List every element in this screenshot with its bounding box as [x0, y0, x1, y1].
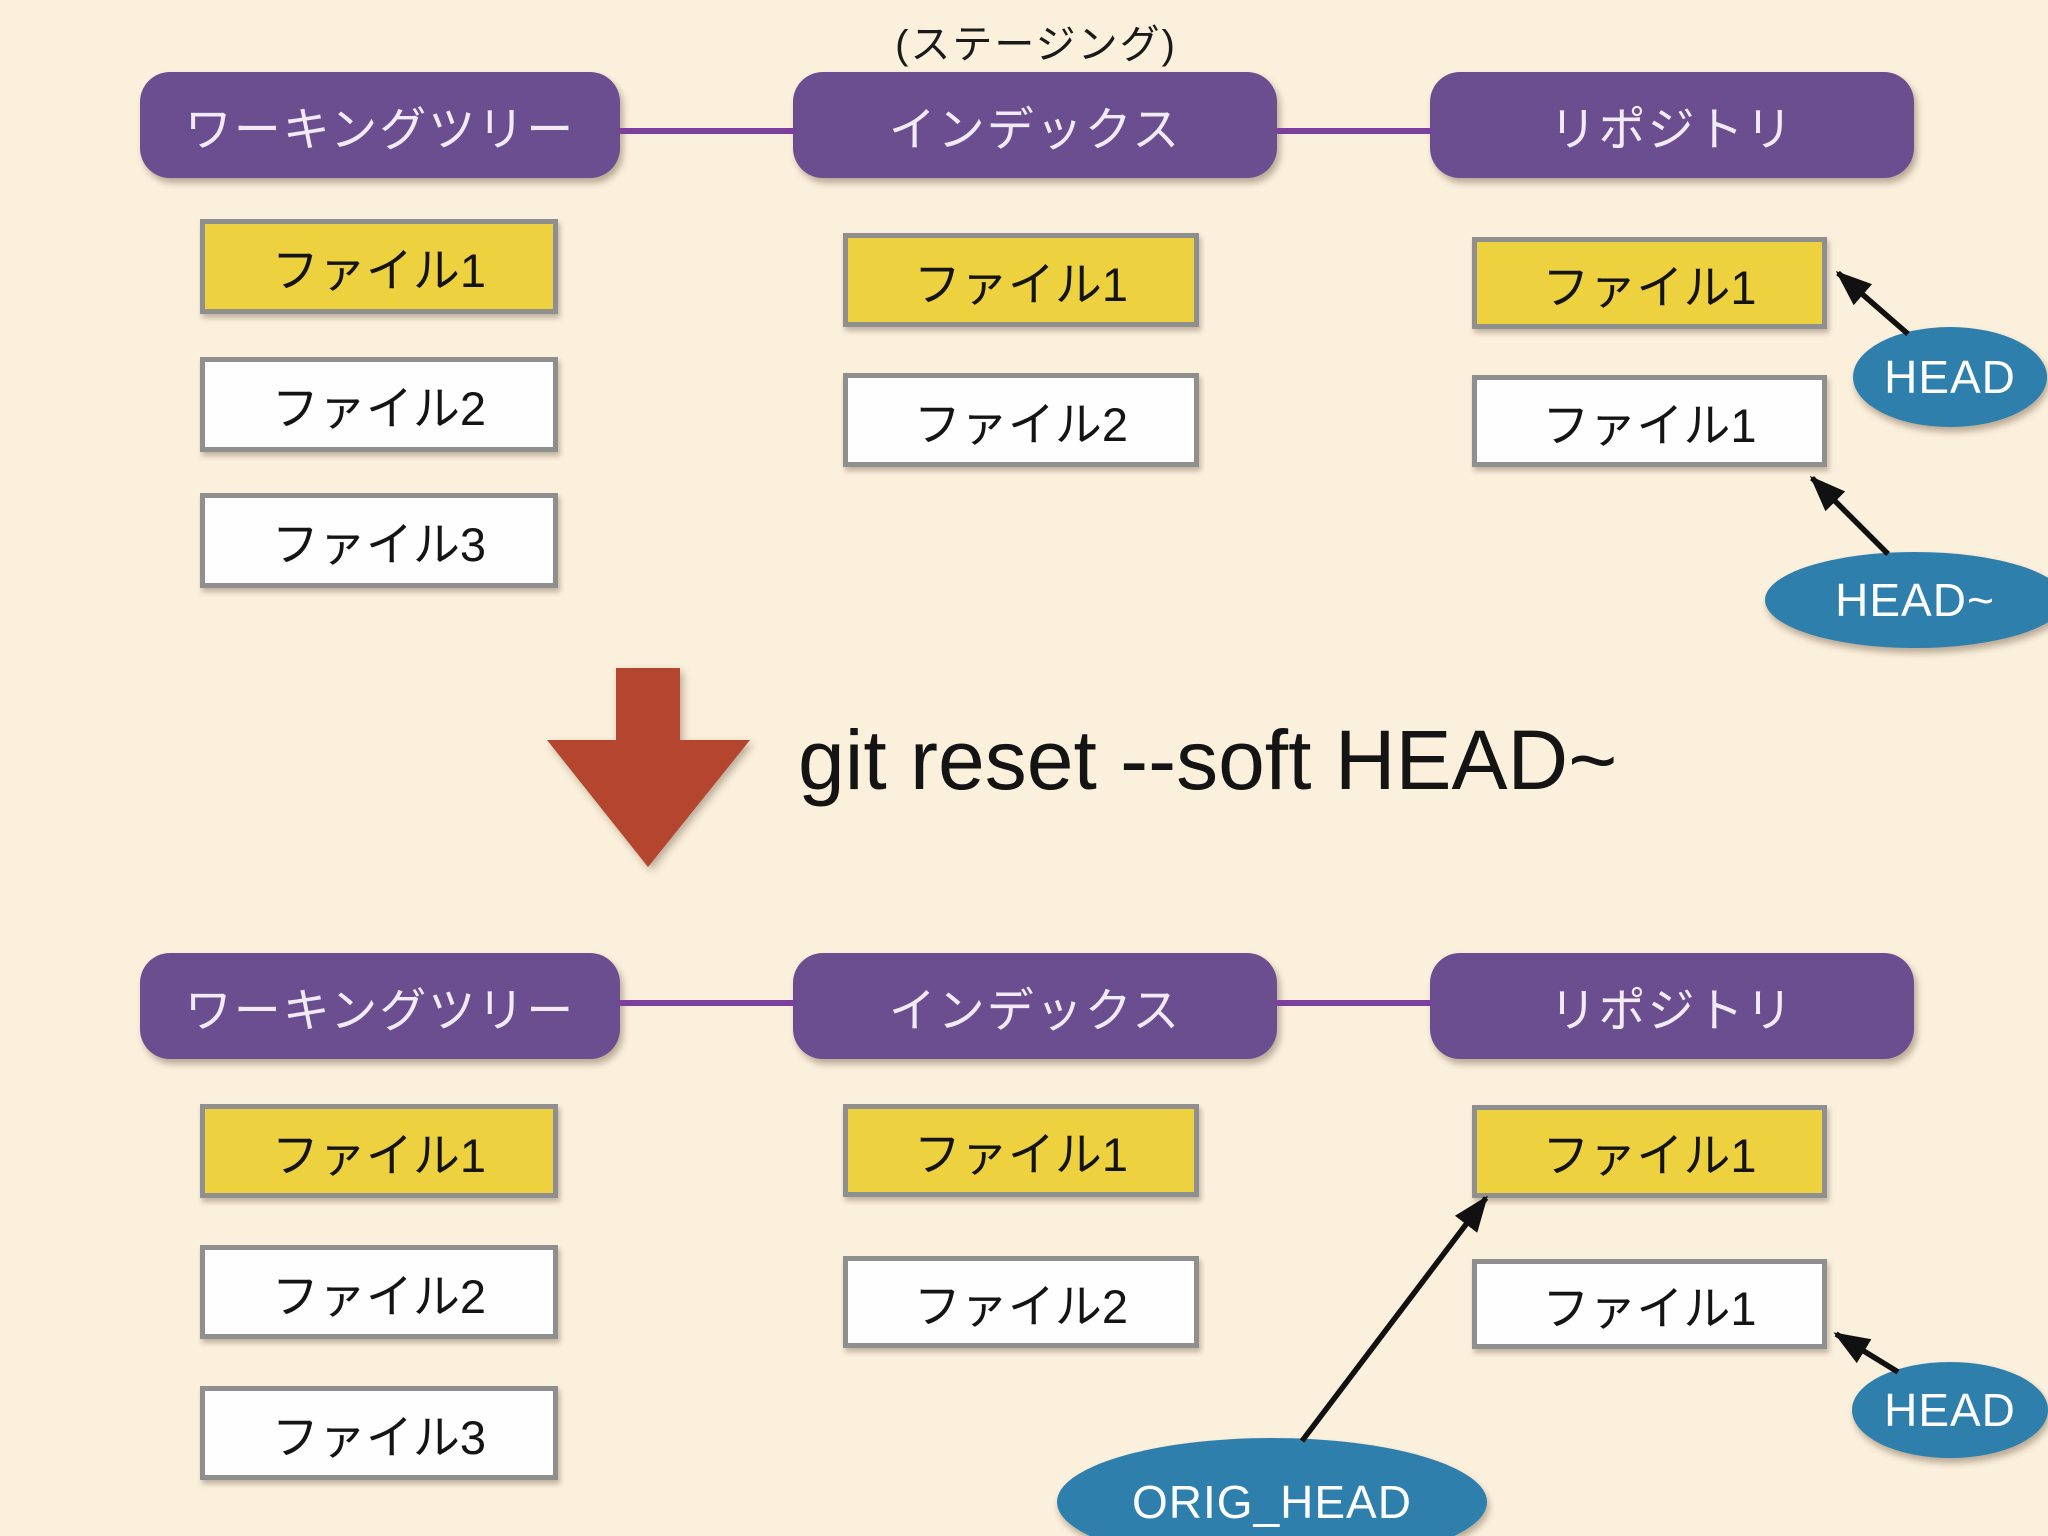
file-box: ファイル2: [843, 373, 1199, 467]
ref-ellipse-orig-head: ORIG_HEAD: [1057, 1438, 1487, 1536]
header-working-tree-bottom: ワーキングツリー: [140, 953, 620, 1059]
head-arrow-top: [1835, 270, 1910, 337]
file-box: ファイル1: [1472, 237, 1827, 329]
down-arrow-icon: [547, 668, 750, 867]
header-working-tree-top: ワーキングツリー: [140, 72, 620, 178]
file-box: ファイル1: [200, 219, 558, 314]
connector-line: [618, 1000, 796, 1006]
file-box: ファイル2: [200, 357, 558, 452]
header-index-bottom: インデックス: [793, 953, 1277, 1059]
head-arrow-bottom: [1833, 1331, 1900, 1375]
ref-ellipse-head-top: HEAD: [1853, 327, 2047, 427]
file-box: ファイル2: [200, 1245, 558, 1339]
file-box: ファイル2: [843, 1256, 1199, 1348]
file-box: ファイル1: [843, 233, 1199, 327]
ref-ellipse-head-bottom: HEAD: [1852, 1362, 2048, 1458]
command-text: git reset --soft HEAD~: [798, 713, 1618, 807]
header-repository-bottom: リポジトリ: [1430, 953, 1914, 1059]
header-repository-top: リポジトリ: [1430, 72, 1914, 178]
connector-line: [1275, 128, 1433, 134]
header-index-top: インデックス: [793, 72, 1277, 178]
file-box: ファイル1: [1472, 1259, 1827, 1349]
staging-label: (ステージング): [895, 23, 1177, 67]
file-box: ファイル3: [200, 493, 558, 588]
connector-line: [1275, 1000, 1433, 1006]
file-box: ファイル3: [200, 1386, 558, 1480]
head-tilde-arrow: [1809, 475, 1890, 556]
file-box: ファイル1: [1472, 375, 1827, 467]
file-box: ファイル1: [200, 1104, 558, 1198]
orig-head-arrow: [1299, 1195, 1489, 1443]
connector-line: [618, 128, 796, 134]
file-box: ファイル1: [1472, 1105, 1827, 1198]
ref-ellipse-head-tilde: HEAD~: [1765, 552, 2048, 648]
file-box: ファイル1: [843, 1104, 1199, 1197]
